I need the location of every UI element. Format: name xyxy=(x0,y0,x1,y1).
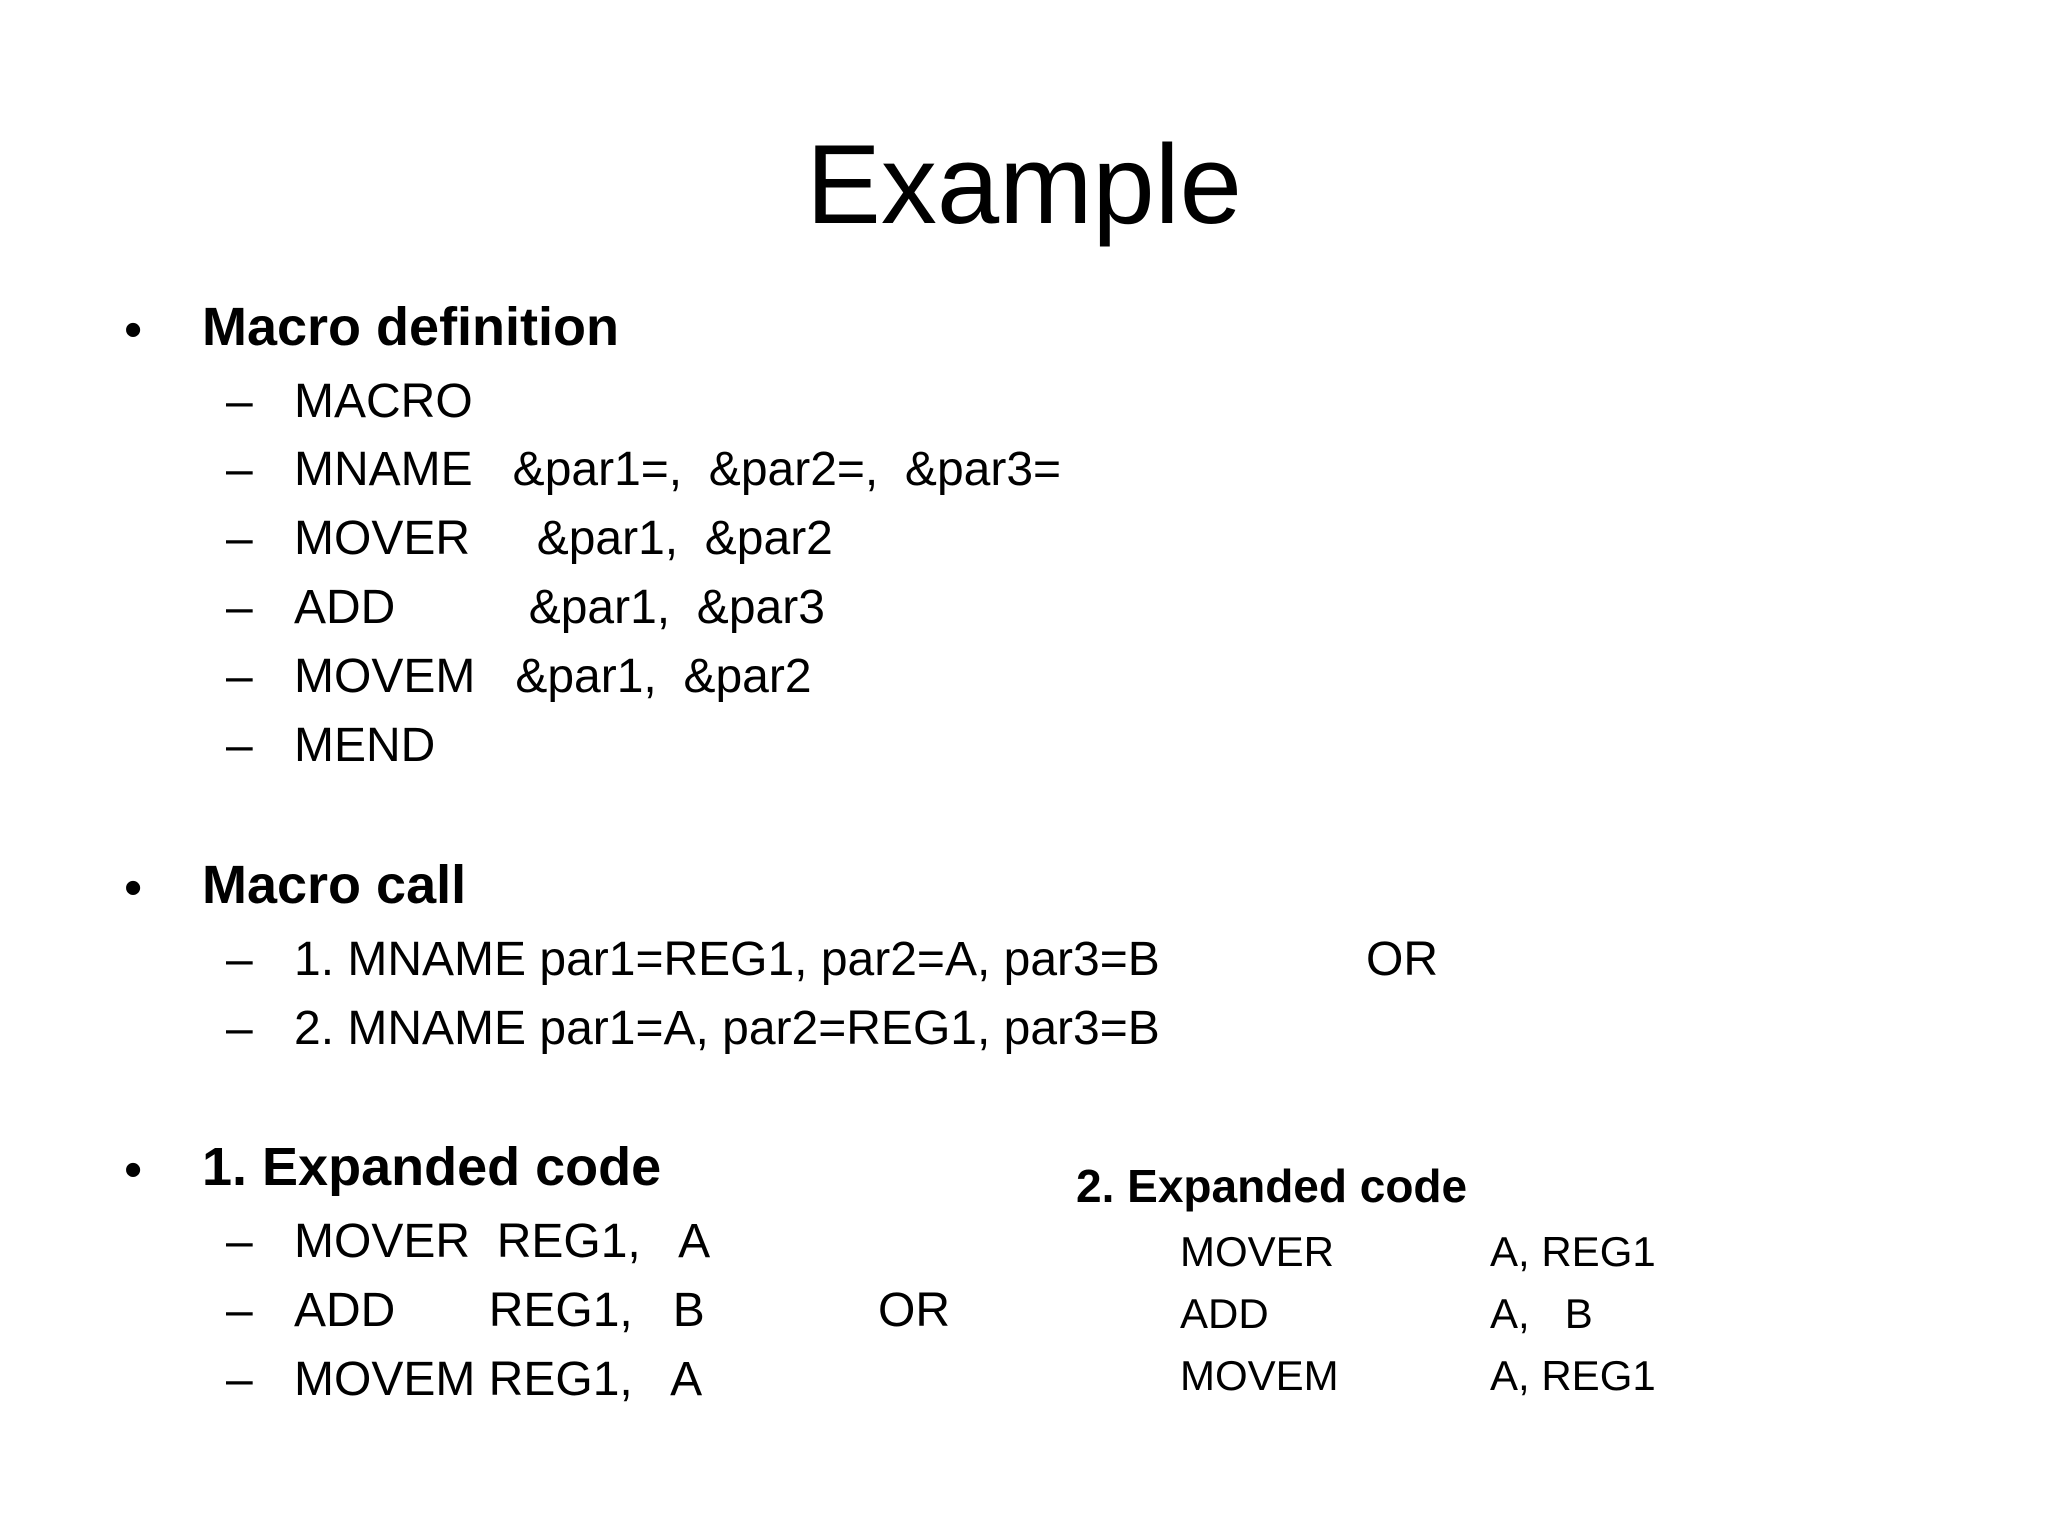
expanded-line: MOVEM REG1, A xyxy=(294,1353,703,1406)
dash-icon: – xyxy=(226,1002,253,1055)
bullet-icon: • xyxy=(124,859,143,917)
call-line: 1. MNAME par1=REG1, par2=A, par3=B xyxy=(294,933,1160,986)
definition-line: MOVER &par1, &par2 xyxy=(294,512,833,565)
expanded-line: ADD REG1, B xyxy=(294,1284,705,1337)
expanded2-args: A, B xyxy=(1490,1290,1593,1337)
definition-line: MEND xyxy=(294,719,436,772)
expanded2-args: A, REG1 xyxy=(1490,1228,1656,1275)
expanded-code-2-heading: 2. Expanded code xyxy=(1076,1160,1468,1212)
expanded-code-1-heading: 1. Expanded code xyxy=(202,1137,662,1197)
definition-line: MOVEM &par1, &par2 xyxy=(294,650,812,703)
dash-icon: – xyxy=(226,1284,253,1337)
expanded2-op: MOVER xyxy=(1180,1228,1335,1275)
dash-icon: – xyxy=(226,581,253,634)
slide-title: Example xyxy=(806,122,1242,247)
dash-icon: – xyxy=(226,1215,253,1268)
definition-line: ADD &par1, &par3 xyxy=(294,581,825,634)
dash-icon: – xyxy=(226,512,253,565)
expanded2-args: A, REG1 xyxy=(1490,1352,1656,1399)
call-line: 2. MNAME par1=A, par2=REG1, par3=B xyxy=(294,1002,1160,1055)
macro-call-heading: Macro call xyxy=(202,855,467,915)
bullet-icon: • xyxy=(124,1141,143,1199)
macro-definition-heading: Macro definition xyxy=(202,297,619,357)
or-label: OR xyxy=(878,1284,950,1337)
dash-icon: – xyxy=(226,933,253,986)
dash-icon: – xyxy=(226,650,253,703)
definition-line: MACRO xyxy=(294,375,473,428)
dash-icon: – xyxy=(226,719,253,772)
dash-icon: – xyxy=(226,375,253,428)
expanded2-op: ADD xyxy=(1180,1290,1269,1337)
expanded-line: MOVER REG1, A xyxy=(294,1215,711,1268)
bullet-icon: • xyxy=(124,301,143,359)
definition-line: MNAME &par1=, &par2=, &par3= xyxy=(294,443,1062,496)
or-label: OR xyxy=(1366,933,1438,986)
dash-icon: – xyxy=(226,443,253,496)
expanded2-op: MOVEM xyxy=(1180,1352,1339,1399)
dash-icon: – xyxy=(226,1353,253,1406)
